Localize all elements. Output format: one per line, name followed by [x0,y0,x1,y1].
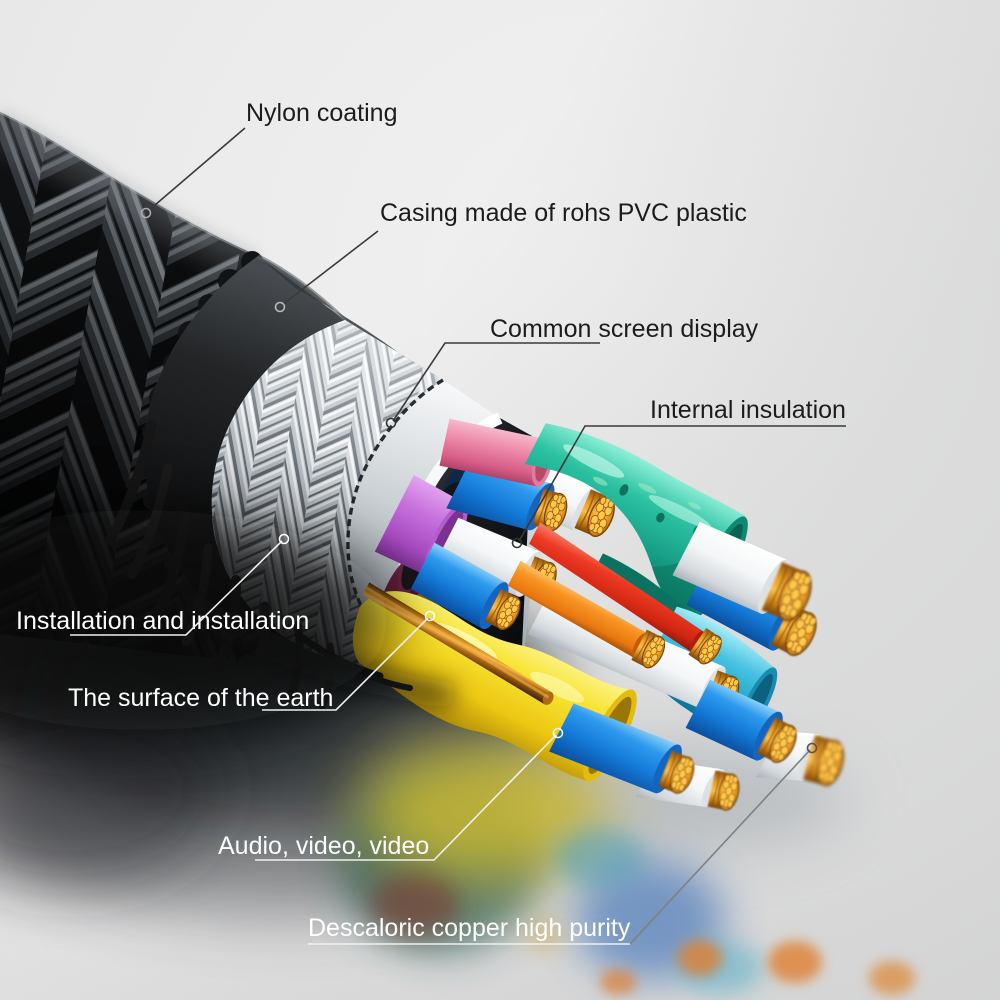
svg-text:Descaloric copper high purity: Descaloric copper high purity [308,914,631,942]
svg-text:Audio, video, video: Audio, video, video [218,832,429,860]
svg-text:Nylon coating: Nylon coating [246,99,397,127]
svg-text:Internal insulation: Internal insulation [650,396,846,424]
svg-text:Installation and installation: Installation and installation [16,607,309,635]
svg-text:Common screen display: Common screen display [490,315,759,343]
svg-text:The surface of the earth: The surface of the earth [68,684,333,712]
svg-text:Casing made of rohs PVC plasti: Casing made of rohs PVC plastic [380,199,747,227]
